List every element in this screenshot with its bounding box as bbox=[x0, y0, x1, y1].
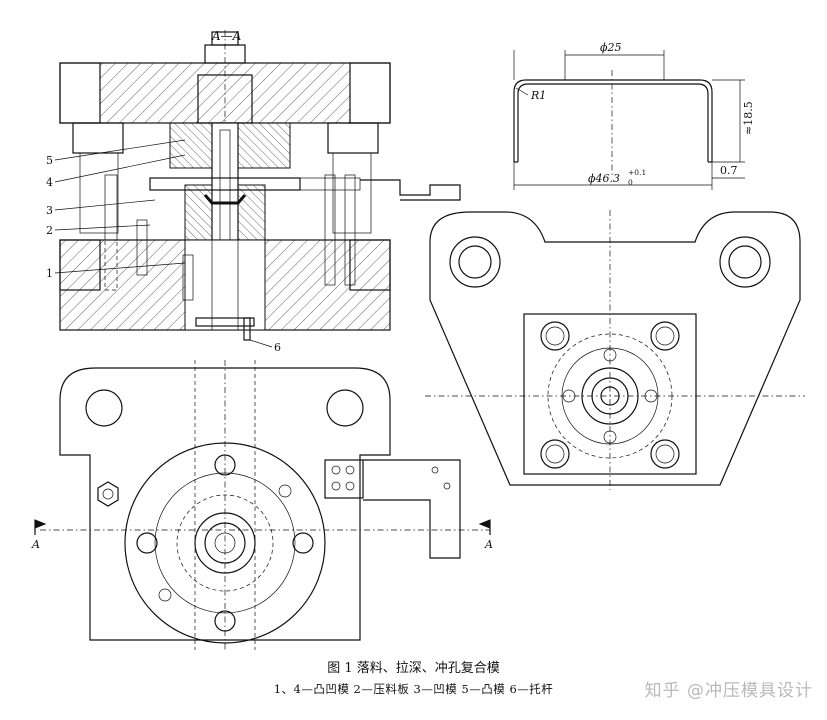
dim-height: ≈18.5 bbox=[742, 101, 755, 135]
upper-plan-view bbox=[425, 210, 805, 490]
dim-radius: R1 bbox=[530, 89, 546, 102]
section-view: A—A bbox=[46, 29, 461, 354]
callout-2: 2 bbox=[46, 224, 53, 237]
cut-marker-left: A bbox=[31, 538, 40, 551]
part-drawing: ϕ25 R1 ≈18.5 ϕ46.3 +0.1 0 0.7 bbox=[513, 41, 755, 190]
dim-tol-upper: +0.1 bbox=[628, 168, 646, 177]
figure-caption-title: 图 1 落料、拉深、冲孔复合模 bbox=[327, 661, 500, 676]
callout-6: 6 bbox=[274, 341, 281, 354]
dim-top-diameter: ϕ25 bbox=[600, 41, 622, 54]
callout-1: 1 bbox=[46, 267, 53, 280]
watermark: 知乎 @冲压模具设计 bbox=[644, 681, 813, 701]
callout-3: 3 bbox=[46, 204, 53, 217]
figure-caption-legend: 1、4—凸凹模 2—压料板 3—凹模 5—凸模 6—托杆 bbox=[273, 682, 554, 696]
callout-4: 4 bbox=[46, 176, 53, 189]
cut-marker-right: A bbox=[484, 538, 493, 551]
dim-thickness: 0.7 bbox=[720, 164, 738, 177]
lower-plan-view: A A bbox=[31, 360, 493, 650]
dim-tol-lower: 0 bbox=[628, 178, 633, 187]
section-label: A—A bbox=[211, 29, 242, 43]
callout-5: 5 bbox=[46, 154, 53, 167]
dim-base-diameter: ϕ46.3 bbox=[588, 172, 620, 185]
